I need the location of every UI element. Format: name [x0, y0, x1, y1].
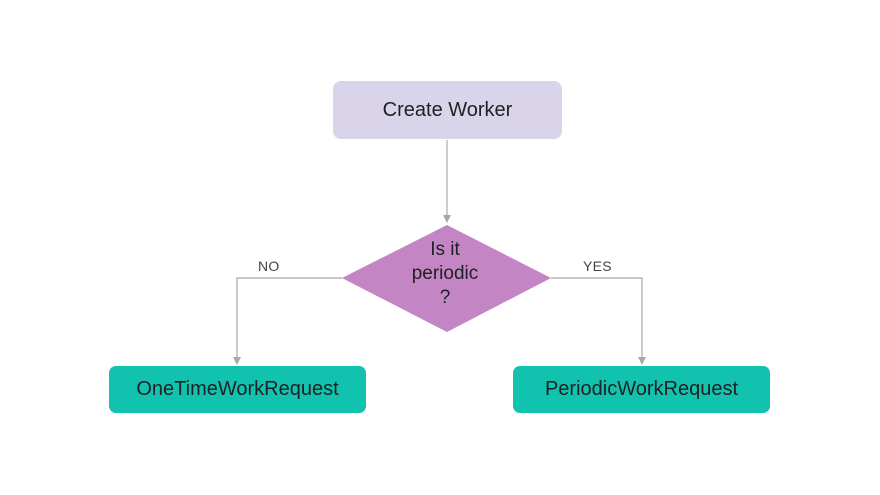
- one-time-work-request-node: OneTimeWorkRequest: [109, 366, 366, 413]
- create-worker-node: Create Worker: [333, 81, 562, 139]
- no-branch-label: NO: [258, 258, 280, 274]
- decision-label-line3: ?: [439, 287, 451, 308]
- connector-no-branch: [233, 277, 342, 365]
- periodic-work-request-node: PeriodicWorkRequest: [513, 366, 770, 413]
- create-worker-label: Create Worker: [382, 98, 513, 121]
- yes-branch-label: YES: [583, 258, 612, 274]
- decision-diamond: [342, 225, 551, 332]
- decision-label-line2: periodic: [411, 263, 479, 284]
- periodic-work-request-label: PeriodicWorkRequest: [544, 378, 739, 400]
- decision-label-line1: Is it: [430, 239, 460, 260]
- one-time-work-request-label: OneTimeWorkRequest: [136, 378, 339, 400]
- connector-yes-branch: [551, 277, 646, 365]
- decision-label: Is it periodic ?: [395, 238, 495, 310]
